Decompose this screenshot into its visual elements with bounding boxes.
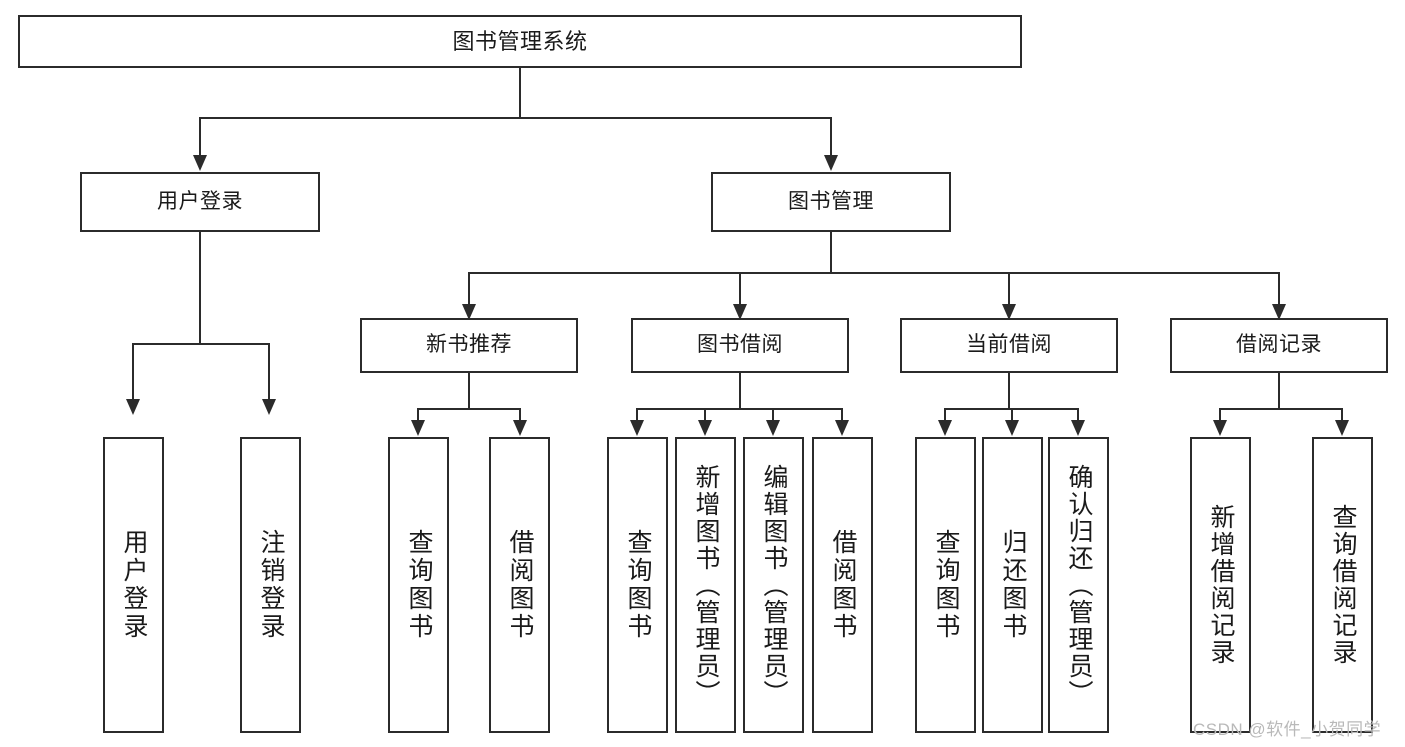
connector-drop-leaf-u1 [132, 343, 134, 401]
connector-drop-leaf-n1 [417, 408, 419, 423]
node-label: 确认归还（管理员） [1065, 463, 1093, 707]
connector-drop-book-borrow [739, 272, 741, 306]
connector-level2-bus [199, 117, 832, 119]
node-label: 当前借阅 [966, 333, 1052, 357]
connector-user-login-stem [199, 232, 201, 343]
connector-drop-current-borrow [1008, 272, 1010, 306]
leaf-book-borrow-edit[interactable]: 编辑图书（管理员） [743, 437, 804, 733]
arrowhead-borrow-record [1272, 304, 1286, 320]
connector-drop-leaf-c2 [1011, 408, 1013, 423]
node-current-borrow[interactable]: 当前借阅 [900, 318, 1118, 373]
connector-drop-leaf-b3 [772, 408, 774, 423]
connector-drop-leaf-b4 [841, 408, 843, 423]
node-label: 借阅图书 [829, 529, 857, 641]
connector-user-login-bus [132, 343, 269, 345]
leaf-borrow-record-add[interactable]: 新增借阅记录 [1190, 437, 1251, 733]
connector-drop-leaf-r1 [1219, 408, 1221, 423]
arrowhead-leaf-n1 [411, 420, 425, 436]
watermark-csdn: CSDN @软件_小贺同学 [1193, 720, 1382, 739]
connector-borrow-record-bus [1219, 408, 1342, 410]
connector-root-stem [519, 68, 521, 117]
connector-new-book-stem [468, 373, 470, 408]
connector-drop-leaf-n2 [519, 408, 521, 423]
leaf-current-borrow-query[interactable]: 查询图书 [915, 437, 976, 733]
leaf-new-book-query[interactable]: 查询图书 [388, 437, 449, 733]
node-user-login[interactable]: 用户登录 [80, 172, 320, 232]
leaf-user-login-login[interactable]: 用户登录 [103, 437, 164, 733]
leaf-current-borrow-confirm[interactable]: 确认归还（管理员） [1048, 437, 1109, 733]
connector-drop-leaf-c3 [1077, 408, 1079, 423]
arrowhead-leaf-r1 [1213, 420, 1227, 436]
node-label: 查询图书 [405, 529, 433, 641]
connector-drop-new-book [468, 272, 470, 306]
connector-book-manage-stem [830, 232, 832, 272]
connector-drop-borrow-record [1278, 272, 1280, 306]
arrowhead-user-login [193, 155, 207, 171]
arrowhead-leaf-u1 [126, 399, 140, 415]
connector-drop-leaf-b1 [636, 408, 638, 423]
arrowhead-leaf-c1 [938, 420, 952, 436]
node-book-borrow[interactable]: 图书借阅 [631, 318, 849, 373]
node-label: 图书管理系统 [452, 28, 588, 54]
arrowhead-book-manage [824, 155, 838, 171]
node-label: 图书借阅 [697, 333, 783, 357]
leaf-borrow-record-query[interactable]: 查询借阅记录 [1312, 437, 1373, 733]
node-label: 查询图书 [932, 529, 960, 641]
connector-borrow-record-stem [1278, 373, 1280, 408]
node-label: 查询图书 [624, 529, 652, 641]
connector-book-borrow-stem [739, 373, 741, 408]
node-root-system[interactable]: 图书管理系统 [18, 15, 1022, 68]
node-label: 新书推荐 [426, 333, 512, 357]
leaf-book-borrow-borrow[interactable]: 借阅图书 [812, 437, 873, 733]
arrowhead-new-book [462, 304, 476, 320]
connector-drop-book-manage [830, 117, 832, 157]
leaf-current-borrow-return[interactable]: 归还图书 [982, 437, 1043, 733]
leaf-book-borrow-add[interactable]: 新增图书（管理员） [675, 437, 736, 733]
node-new-book-recommend[interactable]: 新书推荐 [360, 318, 578, 373]
leaf-new-book-borrow[interactable]: 借阅图书 [489, 437, 550, 733]
connector-drop-leaf-b2 [704, 408, 706, 423]
connector-level3-bus [468, 272, 1279, 274]
node-label: 用户登录 [120, 529, 148, 641]
node-label: 注销登录 [257, 529, 285, 641]
connector-new-book-bus [417, 408, 520, 410]
node-label: 图书管理 [788, 189, 874, 213]
node-label: 编辑图书（管理员） [760, 463, 788, 707]
arrowhead-current-borrow [1002, 304, 1016, 320]
node-label: 新增图书（管理员） [692, 463, 720, 707]
arrowhead-leaf-c3 [1071, 420, 1085, 436]
connector-current-borrow-stem [1008, 373, 1010, 408]
arrowhead-leaf-b3 [766, 420, 780, 436]
node-label: 新增借阅记录 [1207, 504, 1235, 666]
node-book-management[interactable]: 图书管理 [711, 172, 951, 232]
leaf-user-login-logout[interactable]: 注销登录 [240, 437, 301, 733]
connector-book-borrow-bus [636, 408, 843, 410]
node-borrow-record[interactable]: 借阅记录 [1170, 318, 1388, 373]
connector-drop-leaf-c1 [944, 408, 946, 423]
arrowhead-leaf-b4 [835, 420, 849, 436]
arrowhead-leaf-b2 [698, 420, 712, 436]
arrowhead-leaf-b1 [630, 420, 644, 436]
connector-drop-leaf-u2 [268, 343, 270, 401]
arrowhead-leaf-n2 [513, 420, 527, 436]
node-label: 借阅记录 [1236, 333, 1322, 357]
leaf-book-borrow-query[interactable]: 查询图书 [607, 437, 668, 733]
node-label: 归还图书 [999, 529, 1027, 641]
arrowhead-book-borrow [733, 304, 747, 320]
arrowhead-leaf-c2 [1005, 420, 1019, 436]
connector-drop-leaf-r2 [1341, 408, 1343, 423]
node-label: 查询借阅记录 [1329, 504, 1357, 666]
node-label: 借阅图书 [506, 529, 534, 641]
connector-drop-user-login [199, 117, 201, 157]
node-label: 用户登录 [157, 189, 243, 213]
arrowhead-leaf-r2 [1335, 420, 1349, 436]
arrowhead-leaf-u2 [262, 399, 276, 415]
